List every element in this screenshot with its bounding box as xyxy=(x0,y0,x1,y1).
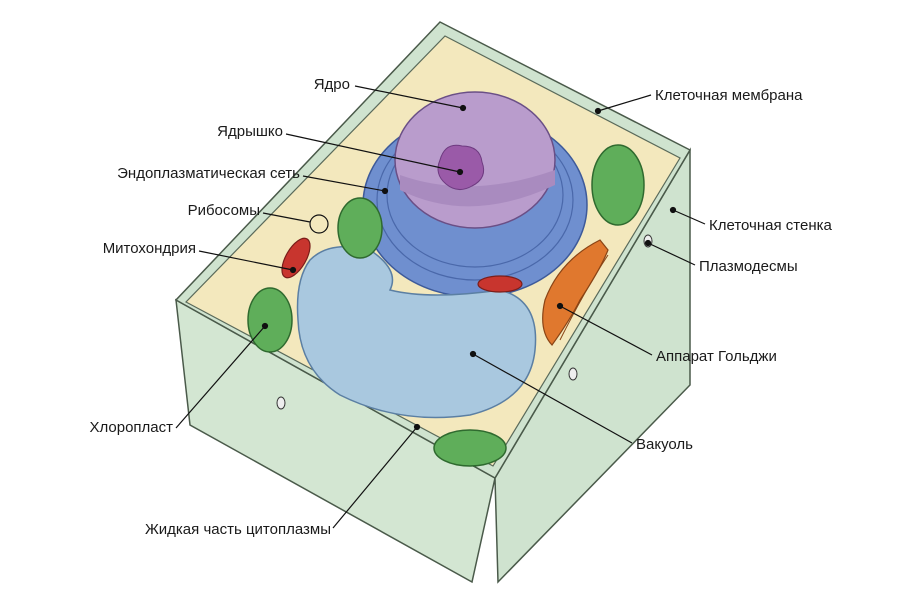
vacuole xyxy=(296,245,537,419)
label-cell-membrane: Клеточная мембрана xyxy=(655,87,803,104)
label-ribosomes: Рибосомы xyxy=(187,202,260,219)
chloroplast xyxy=(591,144,645,226)
chloroplast xyxy=(433,429,507,467)
plasmodesma xyxy=(568,367,578,381)
chloroplast xyxy=(247,287,293,353)
label-plasmodesmata: Плазмодесмы xyxy=(699,258,798,275)
nucleolus xyxy=(437,144,485,190)
label-mitochondria: Митохондрия xyxy=(102,240,196,257)
label-golgi: Аппарат Гольджи xyxy=(656,348,777,365)
label-chloroplast: Хлоропласт xyxy=(89,419,173,436)
label-nucleus: Ядро xyxy=(313,76,350,93)
label-endoplasmic-reticulum: Эндоплазматическая сеть xyxy=(117,165,300,182)
leader-lines xyxy=(175,85,706,529)
ribosome-marker xyxy=(309,214,329,234)
label-cell-wall: Клеточная стенка xyxy=(709,217,832,234)
plasmodesma xyxy=(276,396,286,410)
golgi-cisterna xyxy=(559,254,609,341)
nucleus-cut xyxy=(400,170,555,207)
mitochondrion xyxy=(281,237,311,279)
label-nucleolus: Ядрышко xyxy=(217,123,283,140)
label-cytosol: Жидкая часть цитоплазмы xyxy=(144,521,331,538)
mitochondrion xyxy=(477,275,523,293)
chloroplast xyxy=(337,197,383,259)
label-vacuole: Вакуоль xyxy=(636,436,693,453)
